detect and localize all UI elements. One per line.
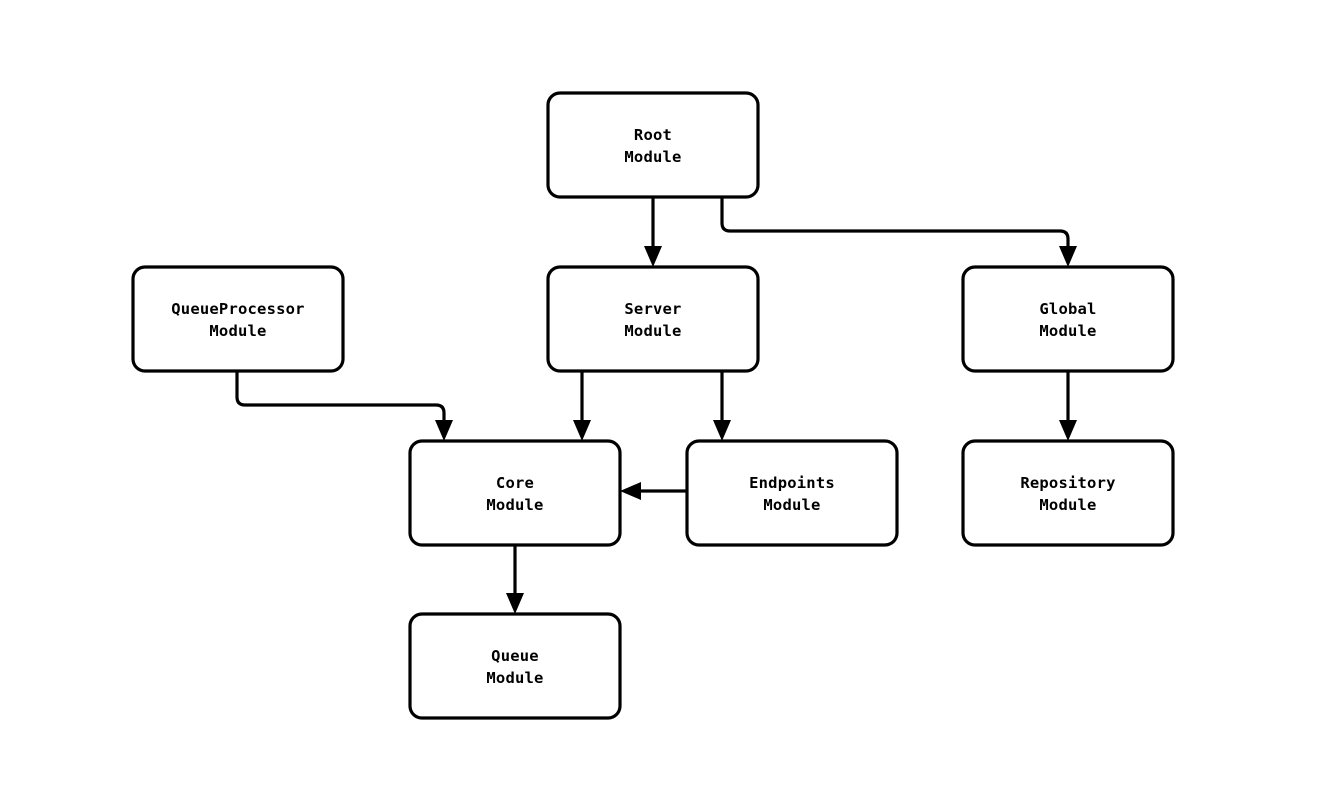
arrowhead-icon (506, 593, 524, 614)
edge-server-to-endpoints (713, 371, 731, 441)
arrowhead-icon (435, 420, 453, 441)
node-box[interactable] (685, 439, 899, 547)
node-label-line2: Module (1039, 496, 1096, 514)
edges-layer (235, 197, 1077, 614)
node-label-line1: Root (634, 126, 672, 144)
arrowhead-icon (620, 482, 641, 500)
node-label-line2: Module (486, 669, 543, 687)
node-label-line1: Queue (491, 647, 539, 665)
node-label-line1: Global (1039, 300, 1096, 318)
node-label-line1: Repository (1020, 474, 1115, 492)
edge-root-to-server (644, 197, 662, 267)
node-label-line1: Server (624, 300, 681, 318)
arrowhead-icon (713, 420, 731, 441)
edge-line (720, 197, 1070, 246)
node-box[interactable] (408, 612, 622, 720)
arrowhead-icon (573, 420, 591, 441)
arrowhead-icon (644, 246, 662, 267)
edge-global-to-repository (1059, 371, 1077, 441)
edge-queueprocessor-to-core (235, 371, 453, 441)
node-box[interactable] (408, 439, 622, 547)
arrowhead-icon (1059, 246, 1077, 267)
edge-core-to-queue (506, 545, 524, 614)
node-box[interactable] (961, 265, 1175, 373)
node-label-line2: Module (624, 148, 681, 166)
node-label-line1: Endpoints (749, 474, 835, 492)
node-box[interactable] (961, 439, 1175, 547)
node-label-line2: Module (209, 322, 266, 340)
edge-endpoints-to-core (620, 482, 687, 500)
node-label-line2: Module (486, 496, 543, 514)
edge-root-to-global (720, 197, 1077, 267)
node-label-line2: Module (624, 322, 681, 340)
node-box[interactable] (131, 265, 345, 373)
node-label-line1: QueueProcessor (171, 300, 304, 318)
node-label-line2: Module (1039, 322, 1096, 340)
node-box[interactable] (546, 91, 760, 199)
arrowhead-icon (1059, 420, 1077, 441)
edge-server-to-core (573, 371, 591, 441)
node-label-line1: Core (496, 474, 534, 492)
node-box[interactable] (546, 265, 760, 373)
edge-line (235, 371, 446, 420)
node-label-line2: Module (763, 496, 820, 514)
